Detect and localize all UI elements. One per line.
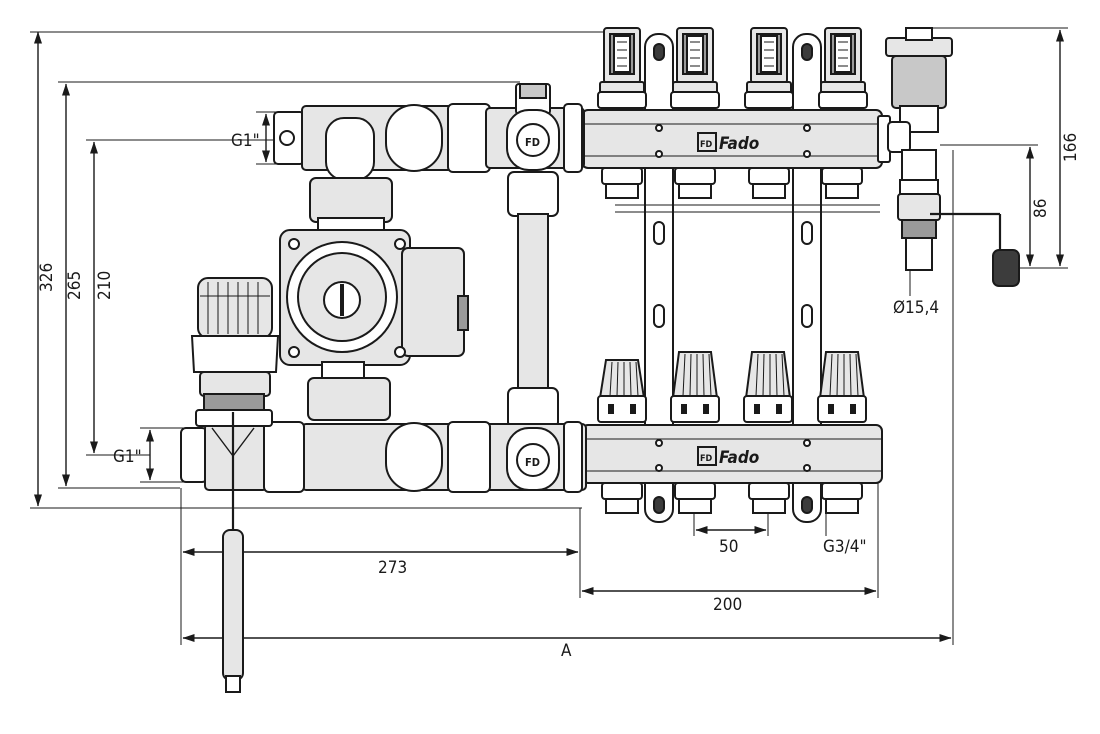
dim-manifold-width: 200 [713, 595, 742, 615]
brand-logo-bottom: FD Fado [697, 446, 759, 468]
valve-mark-bottom: FD [525, 456, 540, 469]
dim-326: 326 [37, 263, 57, 292]
valve-cap-1 [597, 359, 647, 423]
dim-total-width: A [561, 641, 572, 661]
dimension-lines [30, 27, 1068, 645]
circulation-pump [279, 229, 469, 421]
flow-meter-3 [744, 27, 794, 109]
valve-mark-top: FD [525, 136, 540, 149]
thermostatic-head [190, 277, 280, 530]
dim-thread-bottom: G1" [113, 447, 142, 467]
air-vent-assembly [885, 27, 953, 195]
brand-name-top: Fado [719, 134, 759, 154]
temperature-sensor [222, 529, 244, 693]
brand-logo-top: FD Fado [697, 132, 759, 154]
mixing-valve-column [309, 117, 393, 231]
flow-meter-2 [670, 27, 720, 109]
dim-outlet-thread: G3/4" [823, 537, 867, 557]
dim-265: 265 [65, 271, 85, 300]
dim-86: 86 [1031, 199, 1051, 218]
dim-pump-section: 273 [378, 558, 407, 578]
valve-cap-2 [670, 351, 720, 423]
return-manifold: FD Fado [581, 424, 883, 484]
dimension-labels: 326 265 210 G1" G1" 50 G3/4" 273 200 A 1… [37, 131, 1081, 661]
brand-name-bottom: Fado [719, 448, 759, 468]
dim-210: 210 [95, 271, 115, 300]
svg-text:FD: FD [700, 454, 713, 464]
flow-meter-1 [597, 27, 647, 109]
supply-manifold: FD Fado [581, 109, 891, 169]
dim-pitch: 50 [719, 537, 738, 557]
flow-meters [597, 27, 868, 109]
valve-cap-4 [817, 351, 867, 423]
dim-hose-diameter: Ø15,4 [893, 298, 939, 318]
dim-166: 166 [1061, 133, 1081, 162]
dim-thread-top: G1" [231, 131, 260, 151]
valve-cap-3 [743, 351, 793, 423]
drain-valve [897, 193, 1020, 287]
svg-text:FD: FD [700, 140, 713, 150]
flow-meter-4 [818, 27, 868, 109]
outlet-connectors [601, 167, 863, 514]
valve-caps [597, 351, 867, 423]
